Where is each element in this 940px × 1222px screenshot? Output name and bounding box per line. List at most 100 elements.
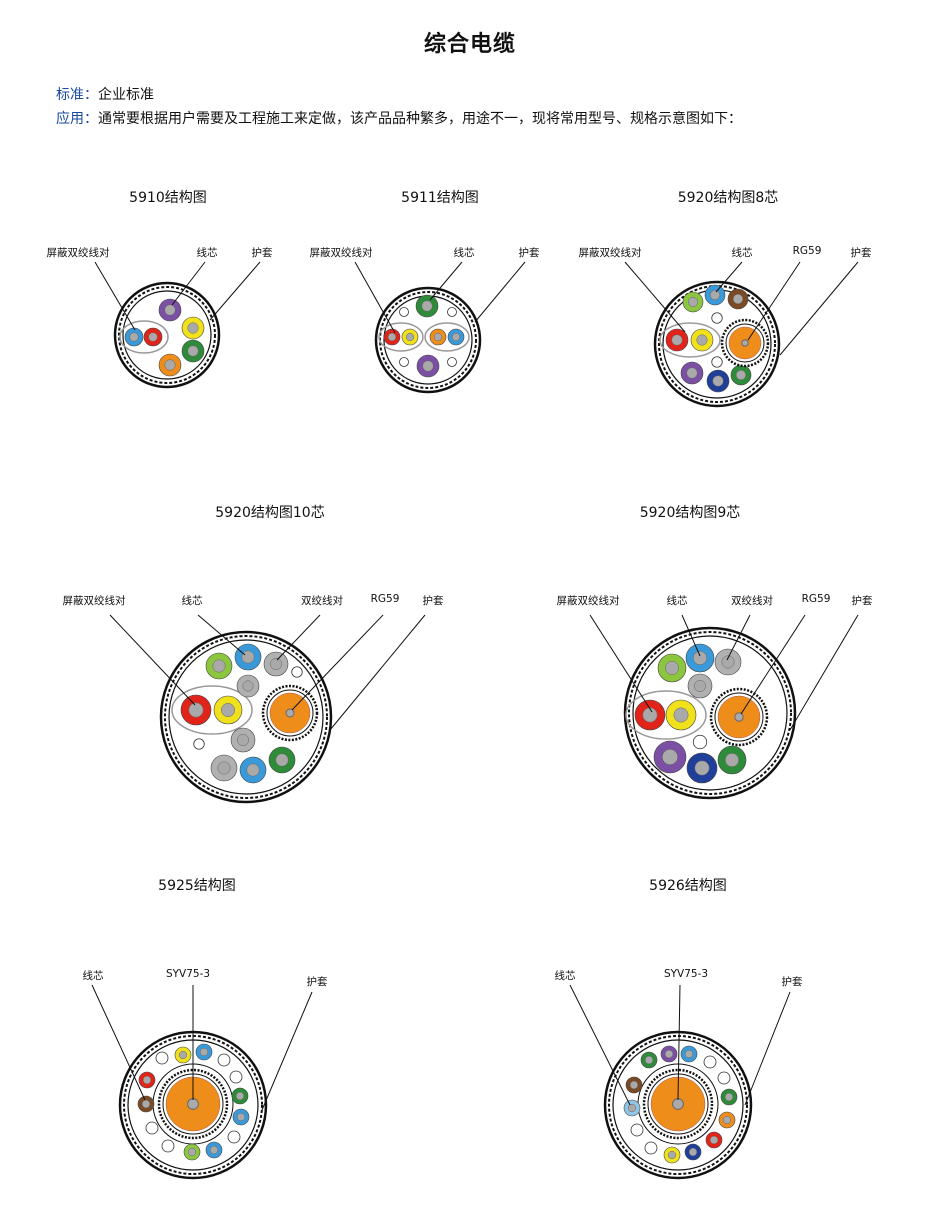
filler xyxy=(193,738,205,750)
braid-shield xyxy=(628,631,792,795)
inner-sheath xyxy=(632,635,788,791)
label-shielded-pair: 屏蔽双绞线对 xyxy=(556,595,620,607)
core-conductor xyxy=(732,293,744,305)
label-jacket: 护套 xyxy=(850,247,872,259)
core-conductor xyxy=(667,1150,677,1160)
core-conductor xyxy=(693,679,707,693)
leader-line xyxy=(726,614,751,661)
leader-line xyxy=(91,984,146,1101)
diagram-title-5926: 5926结构图 xyxy=(649,878,727,894)
label-shielded-pair: 屏蔽双绞线对 xyxy=(46,247,110,259)
core-conductor xyxy=(629,1080,639,1090)
core-conductor xyxy=(644,1055,654,1065)
core-conductor xyxy=(164,304,176,316)
label-core: 线芯 xyxy=(181,595,203,607)
filler xyxy=(399,357,409,367)
core-conductor xyxy=(421,300,433,312)
leader-line xyxy=(789,614,859,731)
label-core: 线芯 xyxy=(666,595,688,607)
diagram-title-5910: 5910结构图 xyxy=(129,190,207,206)
leader-line xyxy=(171,261,206,306)
leader-line xyxy=(677,984,681,1101)
filler xyxy=(291,666,303,678)
braid-shield xyxy=(164,635,328,799)
core-conductor xyxy=(671,334,683,346)
leader-line xyxy=(291,614,384,711)
filler xyxy=(161,1139,175,1153)
braid-shield xyxy=(608,1035,748,1175)
pair-shield xyxy=(171,685,253,735)
filler xyxy=(692,734,708,750)
core-conductor xyxy=(696,334,708,346)
label-twisted-pair: 双绞线对 xyxy=(731,595,773,607)
pair-shield xyxy=(424,322,470,352)
leader-line xyxy=(569,984,631,1106)
core-conductor xyxy=(236,733,250,747)
braid-shield xyxy=(123,1035,263,1175)
core-conductor xyxy=(735,369,747,381)
leader-line xyxy=(589,614,653,713)
core-conductor xyxy=(241,650,255,664)
pair-shield xyxy=(625,690,707,740)
leader-line xyxy=(197,614,246,656)
core-conductor xyxy=(246,763,260,777)
standard-value: 企业标准 xyxy=(98,87,154,103)
label-twisted-pair: 双绞线对 xyxy=(301,595,343,607)
filler xyxy=(447,307,457,317)
core-conductor xyxy=(664,1049,674,1059)
leader-line xyxy=(779,261,859,356)
core-conductor xyxy=(712,375,724,387)
core-conductor xyxy=(178,1050,188,1060)
diagram-title-5911: 5911结构图 xyxy=(401,190,479,206)
core-conductor xyxy=(187,1147,197,1157)
core-conductor xyxy=(209,1145,219,1155)
leader-line xyxy=(715,261,743,293)
coax-conductor xyxy=(741,339,749,347)
label-core: 线芯 xyxy=(453,247,475,259)
core-conductor xyxy=(221,703,235,717)
core-conductor xyxy=(665,661,679,675)
leader-line xyxy=(276,614,321,661)
core-conductor xyxy=(164,359,176,371)
inner-sheath xyxy=(168,639,324,795)
filler xyxy=(447,357,457,367)
application-key: 应用： xyxy=(56,111,98,127)
label-core: 线芯 xyxy=(731,247,753,259)
label-rg59: RG59 xyxy=(801,593,831,605)
core-conductor xyxy=(405,332,415,342)
core-conductor xyxy=(725,753,739,767)
core-conductor xyxy=(451,332,461,342)
filler xyxy=(711,312,723,324)
core-conductor xyxy=(722,1115,732,1125)
core-conductor xyxy=(662,749,678,765)
pair-shield xyxy=(378,322,424,352)
core-conductor xyxy=(236,1112,246,1122)
filler xyxy=(630,1123,644,1137)
filler xyxy=(155,1051,169,1065)
inner-sheath xyxy=(612,1039,744,1171)
diagram-title-5925: 5925结构图 xyxy=(158,878,236,894)
filler xyxy=(227,1130,241,1144)
label-syv75-3: SYV75-3 xyxy=(165,968,211,980)
core-conductor xyxy=(709,1135,719,1145)
label-rg59: RG59 xyxy=(370,593,400,605)
label-jacket: 护套 xyxy=(306,976,328,988)
core-conductor xyxy=(627,1103,637,1113)
filler xyxy=(399,307,409,317)
leader-line xyxy=(429,261,463,301)
label-syv75-3: SYV75-3 xyxy=(663,968,709,980)
pair-shield xyxy=(659,322,721,358)
core-conductor xyxy=(724,1092,734,1102)
core-conductor xyxy=(142,1075,152,1085)
label-core: 线芯 xyxy=(554,970,576,982)
standard-line: 标准：企业标准 xyxy=(56,84,154,104)
core-conductor xyxy=(187,322,199,334)
core-conductor xyxy=(188,702,204,718)
core-conductor xyxy=(693,651,707,665)
diagram-title-5920-10: 5920结构图10芯 xyxy=(215,505,325,521)
label-jacket: 护套 xyxy=(851,595,873,607)
core-conductor xyxy=(212,659,226,673)
leader-line xyxy=(740,614,806,715)
diagram-title-5920-9: 5920结构图9芯 xyxy=(639,505,741,521)
